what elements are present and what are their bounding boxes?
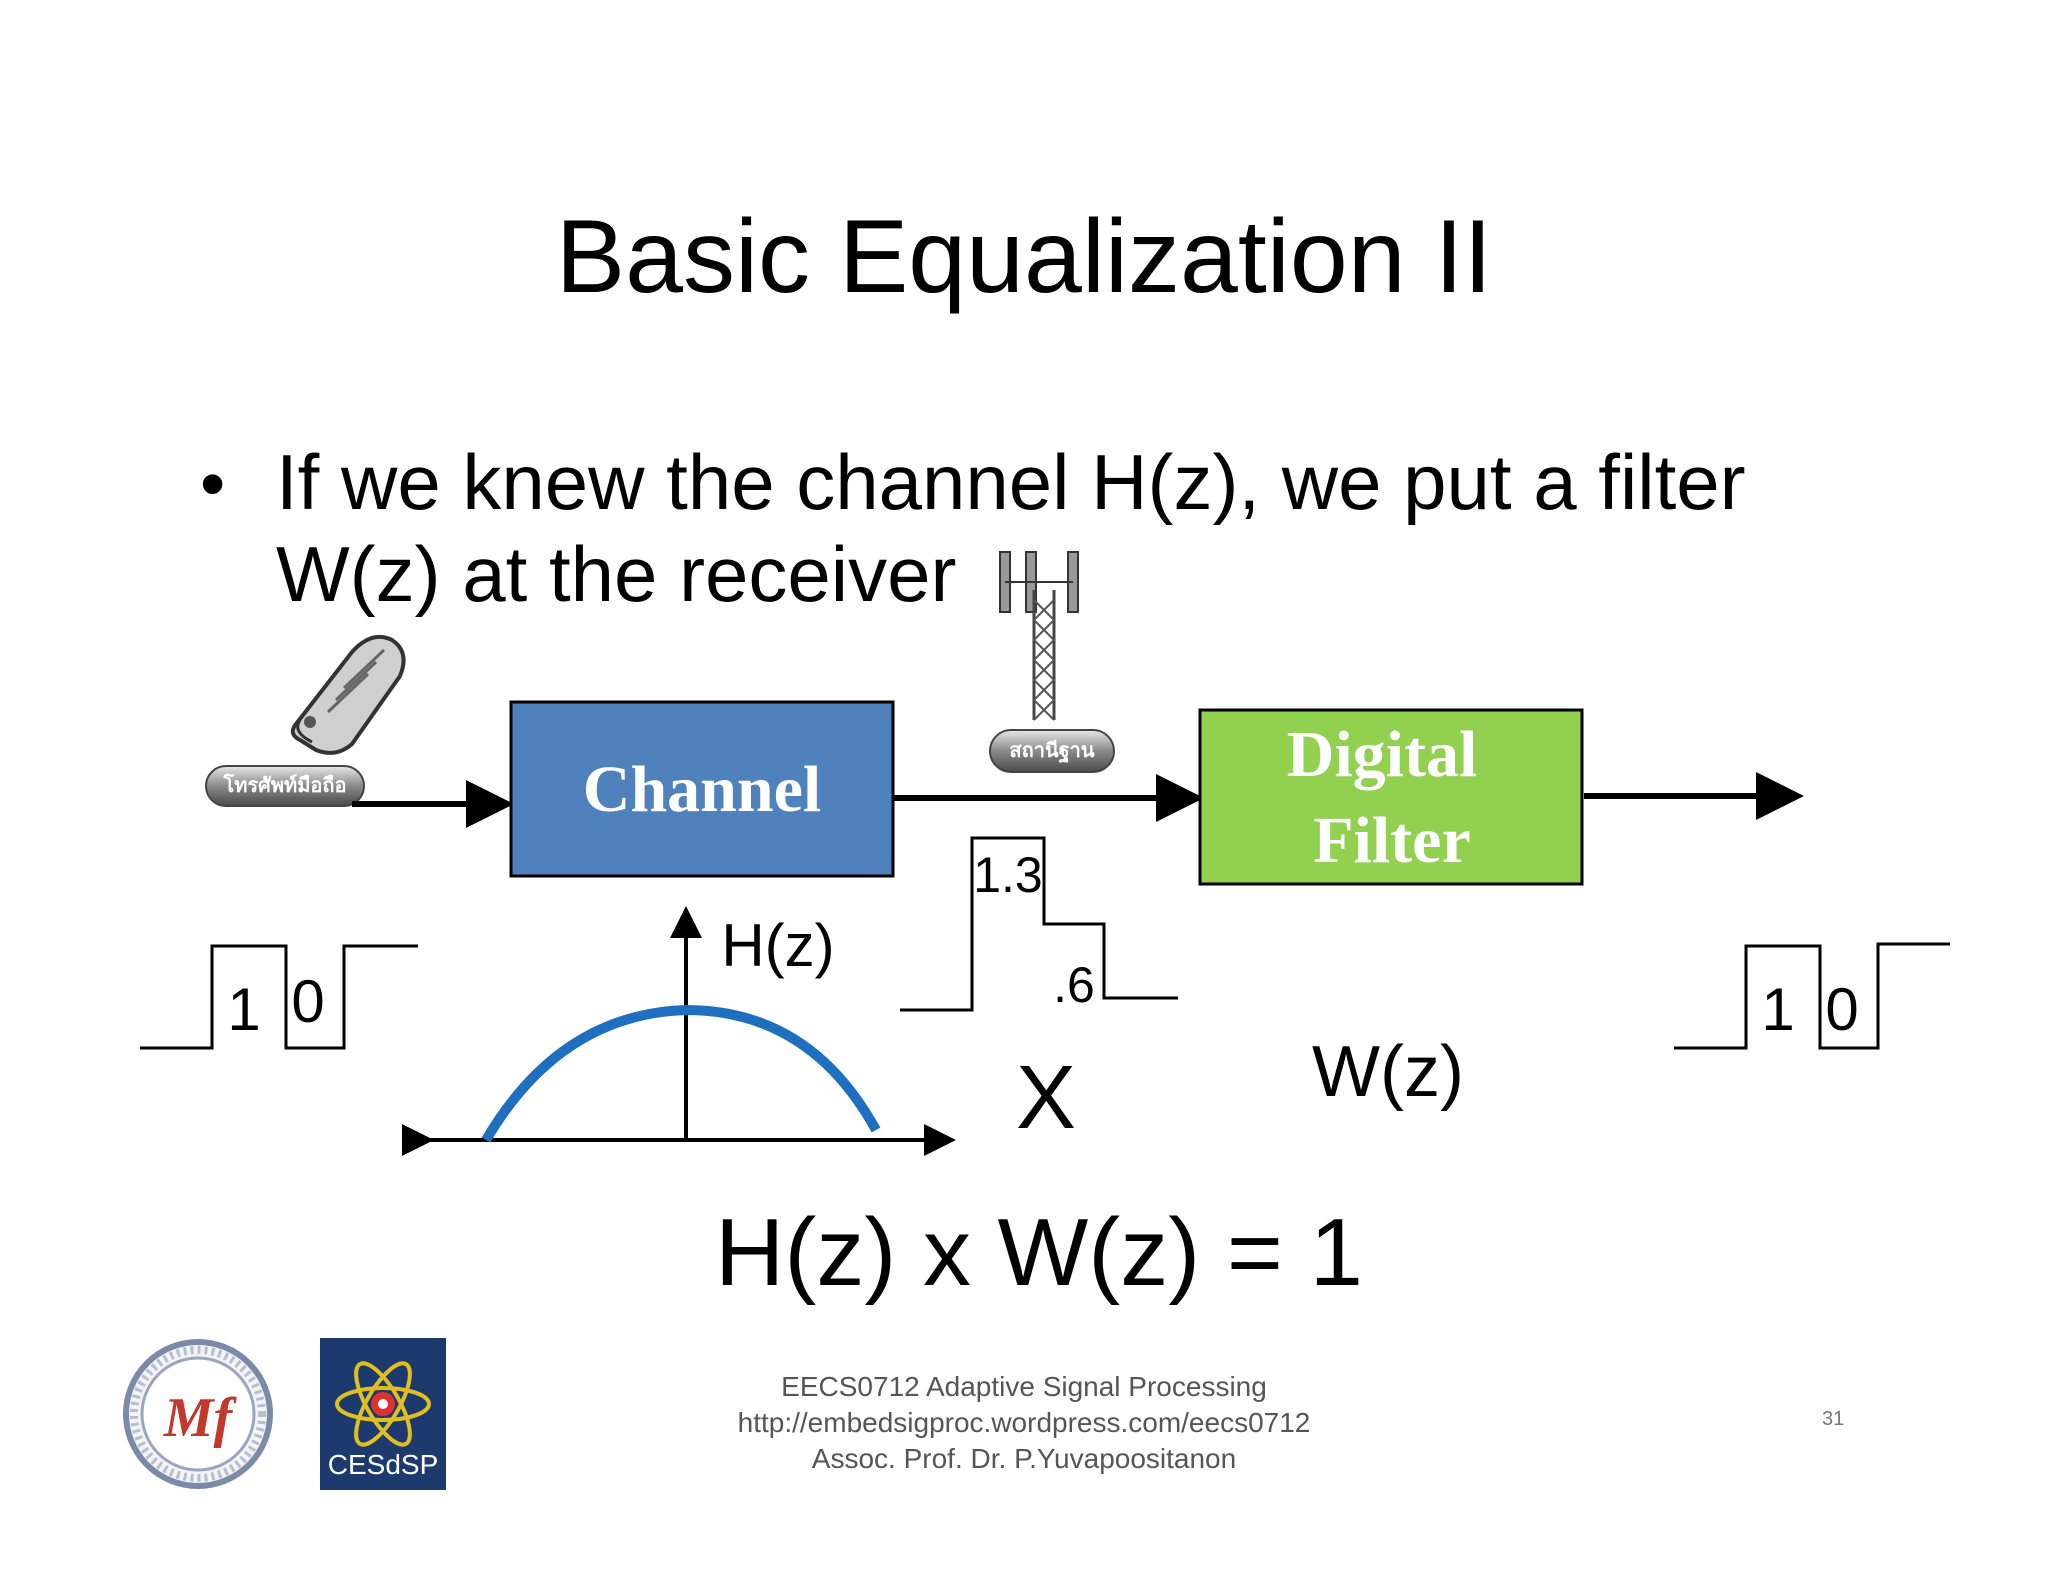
- input-bit-0: 0: [291, 968, 324, 1035]
- base-station-tower-icon: [999, 551, 1079, 721]
- output-bit-1: 1: [1761, 976, 1794, 1043]
- channel-block: Channel: [509, 700, 895, 878]
- channel-response-curve: [481, 1004, 881, 1143]
- digital-filter-block: Digital Filter: [1198, 708, 1584, 886]
- filter-label-line2: Filter: [1313, 804, 1471, 877]
- channel-response-plot: H(z): [402, 906, 956, 1156]
- mobile-phone-icon: [290, 635, 406, 755]
- bullet-text-line2: W(z) at the receiver: [276, 530, 957, 618]
- impulse-response-staircase: 1.3 .6: [900, 836, 1178, 1013]
- impulse-value-1: 1.3: [973, 847, 1043, 903]
- input-pulse-waveform: 1 0: [140, 944, 418, 1050]
- university-seal-logo: Mf: [123, 1339, 273, 1489]
- mobile-label: โทรศัพท์มือถือ: [222, 773, 346, 797]
- slide-title: Basic Equalization II: [555, 199, 1493, 315]
- output-bit-0: 0: [1825, 976, 1858, 1043]
- impulse-value-2: .6: [1053, 957, 1095, 1013]
- footer-author: Assoc. Prof. Dr. P.Yuvapoositanon: [811, 1443, 1237, 1474]
- multiply-symbol: X: [1016, 1048, 1076, 1148]
- filter-label-line1: Digital: [1287, 718, 1478, 791]
- output-pulse-waveform: 1 0: [1674, 942, 1950, 1050]
- cesdsp-logo-text: CESdSP: [328, 1449, 439, 1480]
- footer-url[interactable]: http://embedsigproc.wordpress.com/eecs07…: [737, 1407, 1311, 1438]
- bullet-marker: •: [200, 444, 226, 524]
- base-station-label-badge: สถานีฐาน: [989, 729, 1115, 773]
- channel-label: Channel: [583, 753, 821, 826]
- base-station-label: สถานีฐาน: [1009, 739, 1094, 764]
- equalization-equation: H(z) x W(z) = 1: [715, 1199, 1363, 1306]
- channel-response-label: H(z): [721, 912, 834, 979]
- footer-course: EECS0712 Adaptive Signal Processing: [781, 1371, 1267, 1402]
- input-bit-1: 1: [227, 976, 260, 1043]
- svg-text:Mf: Mf: [163, 1387, 238, 1449]
- mobile-label-badge: โทรศัพท์มือถือ: [205, 765, 365, 807]
- cesdsp-logo: CESdSP: [320, 1338, 446, 1490]
- page-number: 31: [1822, 1408, 1845, 1430]
- filter-response-label: W(z): [1312, 1032, 1464, 1112]
- bullet-text-line1: If we knew the channel H(z), we put a fi…: [276, 438, 1746, 526]
